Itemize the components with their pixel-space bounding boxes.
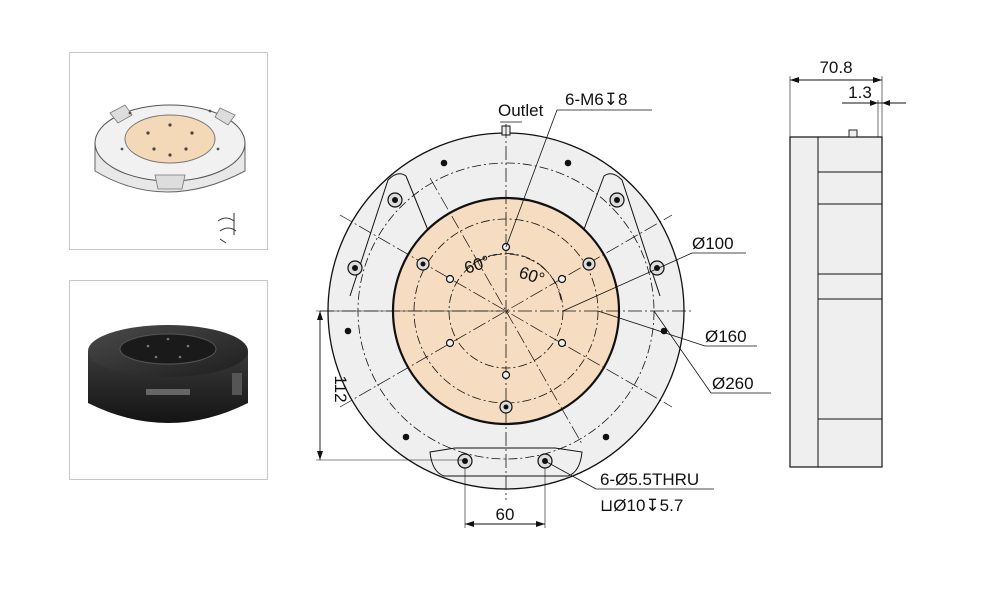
thickness-70-8-label: 70.8 [819,58,852,77]
product-render-image [94,104,246,244]
dia-160-label: Ø160 [705,327,747,346]
product-render-frame [69,52,268,250]
dia-100-label: Ø100 [692,234,734,253]
dia-260-label: Ø260 [712,374,754,393]
product-photo-image [88,325,248,423]
counterbore-label: ⊔Ø10↧5.7 [600,496,683,515]
step-1-3-label: 1.3 [848,83,872,102]
height-112-label: 112 [331,375,350,402]
width-60-label: 60 [496,505,515,524]
side-view [789,76,906,468]
thru-holes-label: 6-Ø5.5THRU [600,470,699,489]
product-photo-frame [69,280,268,480]
outlet-label: Outlet [498,101,544,120]
side-body [789,136,883,468]
tapped-holes-label: 6-M6↧8 [565,90,627,109]
front-view [316,109,771,528]
